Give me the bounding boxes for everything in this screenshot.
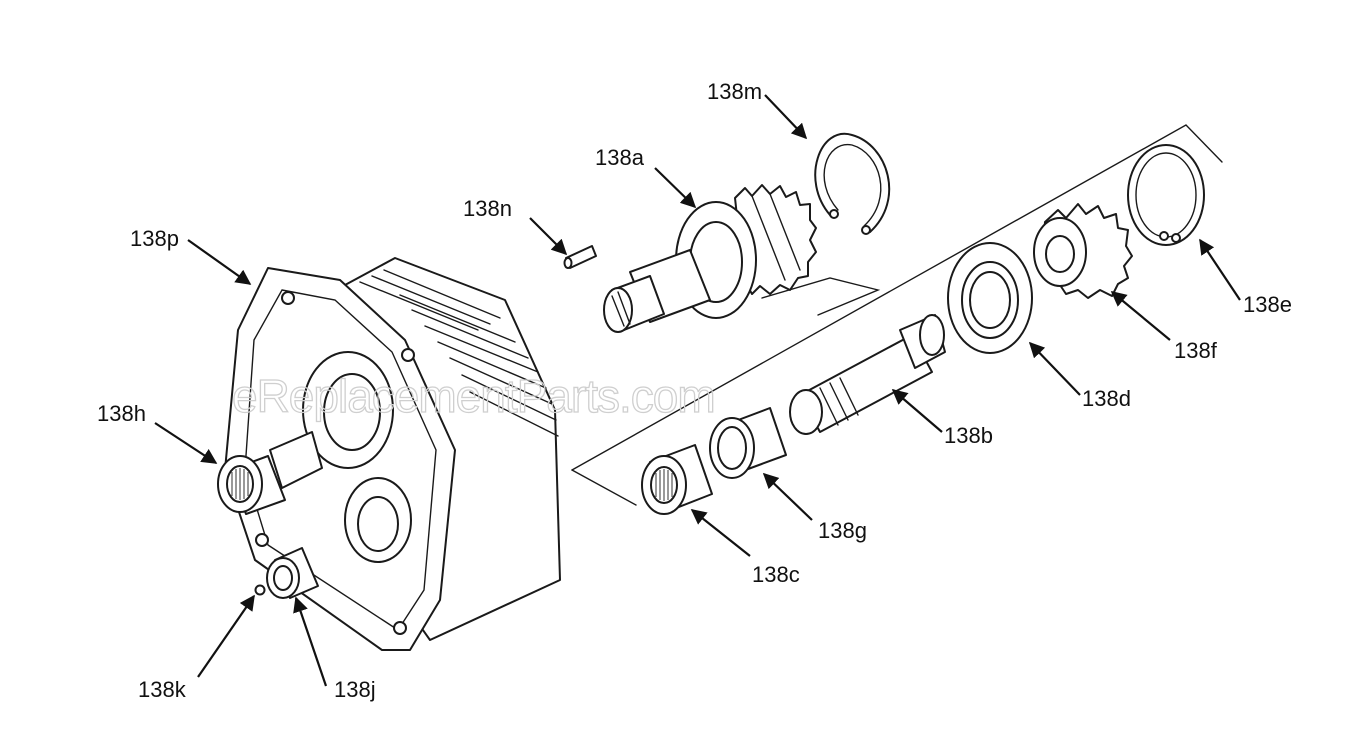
assembly-guide-lines — [571, 124, 1223, 506]
housing-138p[interactable] — [224, 257, 561, 651]
label-138c[interactable]: 138c — [752, 562, 800, 587]
leader-138k — [197, 594, 255, 678]
snap-ring-138m[interactable] — [814, 132, 891, 235]
bearing-138j[interactable] — [266, 547, 319, 599]
ball-138k[interactable] — [254, 584, 266, 596]
leader-138a — [654, 167, 697, 209]
label-138g[interactable]: 138g — [818, 518, 867, 543]
leader-138p — [187, 239, 252, 285]
bushing-138g[interactable] — [709, 407, 787, 479]
label-138f[interactable]: 138f — [1174, 338, 1218, 363]
leader-138e — [1199, 238, 1241, 301]
leader-138b — [891, 388, 943, 433]
leader-138d — [1028, 341, 1081, 396]
leader-138m — [764, 94, 808, 140]
label-138h[interactable]: 138h — [97, 401, 146, 426]
part-labels: 138m 138a 138n 138p 138h 138k 138j 138c … — [97, 79, 1292, 702]
label-138k[interactable]: 138k — [138, 677, 187, 702]
label-138p[interactable]: 138p — [130, 226, 179, 251]
retaining-ring-138e[interactable] — [1127, 144, 1205, 246]
label-138j[interactable]: 138j — [334, 677, 376, 702]
label-138m[interactable]: 138m — [707, 79, 762, 104]
leader-138f — [1110, 291, 1171, 341]
needle-bearing-138h[interactable] — [217, 455, 286, 515]
watermark-text: eReplacementParts.com — [232, 370, 715, 422]
label-138e[interactable]: 138e — [1243, 292, 1292, 317]
pinion-shaft-138a[interactable] — [603, 184, 817, 333]
leader-arrows — [154, 94, 1241, 687]
label-138a[interactable]: 138a — [595, 145, 645, 170]
leader-138n — [529, 217, 568, 256]
leader-138h — [154, 422, 218, 464]
leader-138g — [762, 472, 813, 521]
needle-bearing-138c[interactable] — [641, 444, 713, 515]
label-138b[interactable]: 138b — [944, 423, 993, 448]
label-138n[interactable]: 138n — [463, 196, 512, 221]
label-138d[interactable]: 138d — [1082, 386, 1131, 411]
shaft-138b[interactable] — [789, 314, 946, 435]
pin-138n[interactable] — [563, 245, 597, 269]
gear-138f[interactable] — [1033, 203, 1133, 299]
leader-138j — [293, 596, 328, 687]
ball-bearing-138d[interactable] — [947, 242, 1033, 354]
leader-138c — [690, 509, 751, 557]
